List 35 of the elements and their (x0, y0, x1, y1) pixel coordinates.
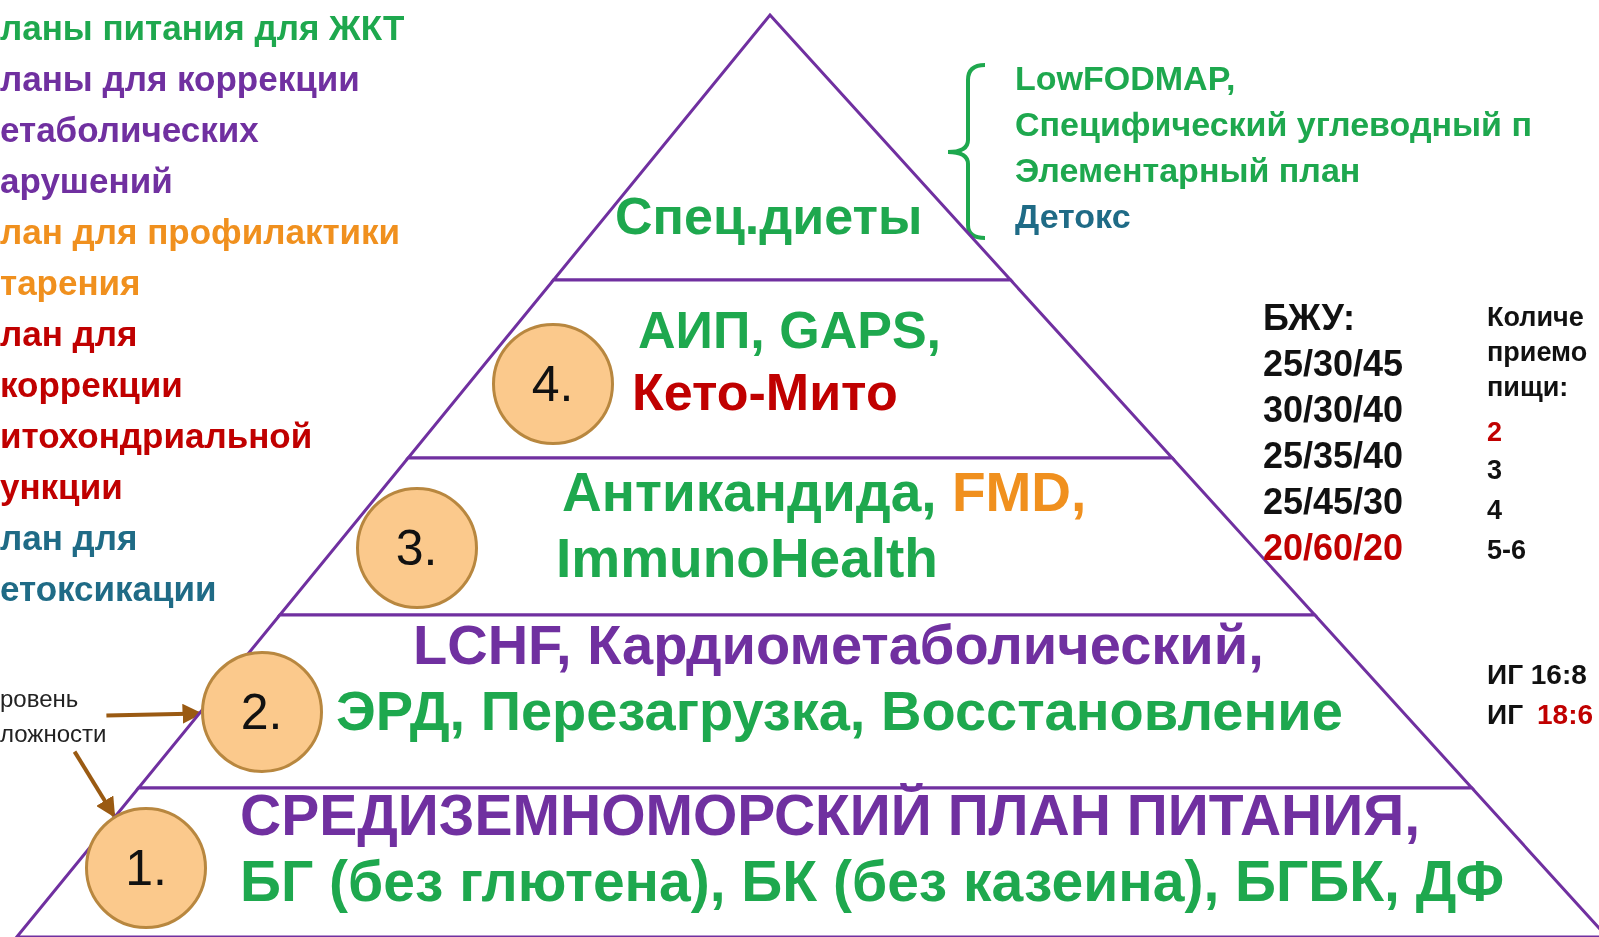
macro-ratio: 25/35/40 (1263, 436, 1404, 476)
special-diet-name: Элементарный план (1015, 152, 1361, 190)
macro-ratio: 30/30/40 (1263, 390, 1404, 430)
macro-ratio: 25/30/45 (1263, 344, 1404, 384)
diet-name: Кето-Мито (632, 363, 898, 421)
plan-category: лан для профилактики тарения (0, 211, 402, 304)
diet-name: ЭРД, Перезагрузка, Восстановление (336, 679, 1343, 742)
column-heading: БЖУ: (1263, 298, 1355, 338)
plan-category: лан для етоксикации (0, 517, 218, 610)
diet-name: Спец.диеты (615, 187, 923, 245)
diet-name: Антикандида, (562, 461, 937, 523)
meal-count: 2 (1487, 418, 1503, 448)
diet-name: БГ (без глютена), БК (без казеина), БГБК, ДФ (240, 849, 1505, 913)
meal-count: 5-6 (1487, 536, 1527, 566)
arrow (72, 750, 116, 818)
difficulty-level-label: ровень ложности (0, 682, 107, 752)
meal-count: 4 (1487, 496, 1503, 526)
macro-ratio: 20/60/20 (1263, 528, 1404, 568)
special-diet-name: Детокс (1015, 198, 1131, 236)
macro-ratio: 25/45/30 (1263, 482, 1404, 522)
diet-name: АИП, GAPS, (638, 301, 941, 359)
special-diet-name: LowFODMAP, (1015, 60, 1236, 98)
diet-name: ImmunoHealth (556, 527, 938, 589)
meal-count: 3 (1487, 456, 1503, 486)
fasting-window: ИГ 16:8 (1487, 660, 1587, 691)
diet-name: LCHF, Кардиометаболический, (413, 613, 1264, 676)
diet-name: СРЕДИЗЕМНОМОРСКИЙ ПЛАН ПИТАНИЯ, (240, 783, 1421, 847)
plan-category: лан для коррекции итохондриальной ункции (0, 313, 314, 508)
column-heading: Количе приемо пищи: (1487, 301, 1588, 405)
fasting-window: ИГ (1487, 700, 1523, 731)
fasting-window: 18:6 (1537, 700, 1594, 731)
plan-category: ланы для коррекции етаболических арушений (0, 58, 361, 202)
diet-name: FMD, (951, 461, 1087, 523)
special-diet-name: Специфический углеводный п (1015, 106, 1532, 144)
plan-category: ланы питания для ЖКТ (0, 7, 406, 49)
